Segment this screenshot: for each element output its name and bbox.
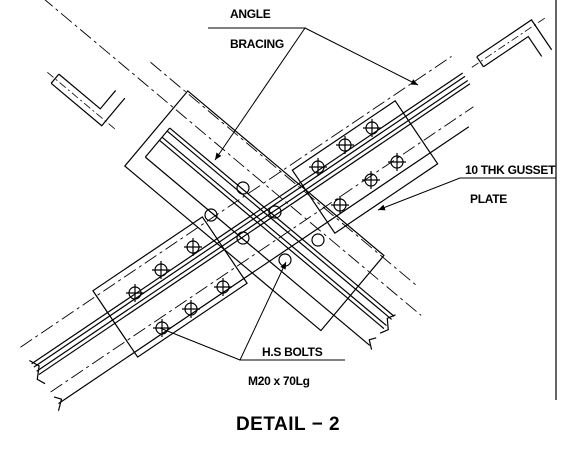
bolt-marked bbox=[336, 136, 354, 154]
bolt-marked bbox=[309, 158, 327, 176]
bolt bbox=[268, 205, 282, 219]
angle-member-ascending bbox=[20, 56, 474, 411]
bolt bbox=[311, 233, 325, 247]
gusset-plate-upper-right bbox=[291, 99, 439, 235]
bolt-marked bbox=[331, 196, 349, 214]
bolt-marked bbox=[362, 171, 380, 189]
label-angle: ANGLE bbox=[230, 7, 271, 21]
angle-section-symbol-right bbox=[471, 17, 553, 68]
bolt-group bbox=[126, 119, 406, 337]
label-bolt-type: H.S BOLTS bbox=[262, 345, 323, 359]
gusset-plate-lower-left bbox=[92, 216, 248, 358]
bolt-marked bbox=[363, 119, 381, 137]
bolt-marked bbox=[152, 261, 170, 279]
leader-lines bbox=[159, 27, 556, 361]
bolt bbox=[204, 208, 218, 222]
detail-title: DETAIL − 2 bbox=[236, 414, 340, 435]
bolt bbox=[236, 181, 250, 195]
label-gusset-thickness: 10 THK GUSSET bbox=[465, 163, 556, 177]
angle-member-descending bbox=[41, 0, 422, 350]
bolt bbox=[236, 231, 250, 245]
bolt-marked bbox=[214, 278, 232, 296]
angle-section-symbol-left bbox=[47, 71, 126, 130]
label-bolt-size: M20 x 70Lg bbox=[248, 374, 310, 388]
bolt-marked bbox=[182, 300, 200, 318]
bolt-marked bbox=[184, 238, 202, 256]
label-bracing: BRACING bbox=[230, 37, 284, 51]
bolt-marked bbox=[126, 284, 144, 302]
bolt-marked bbox=[388, 153, 406, 171]
bolt-marked bbox=[153, 319, 171, 337]
label-gusset-plate: PLATE bbox=[470, 192, 507, 206]
